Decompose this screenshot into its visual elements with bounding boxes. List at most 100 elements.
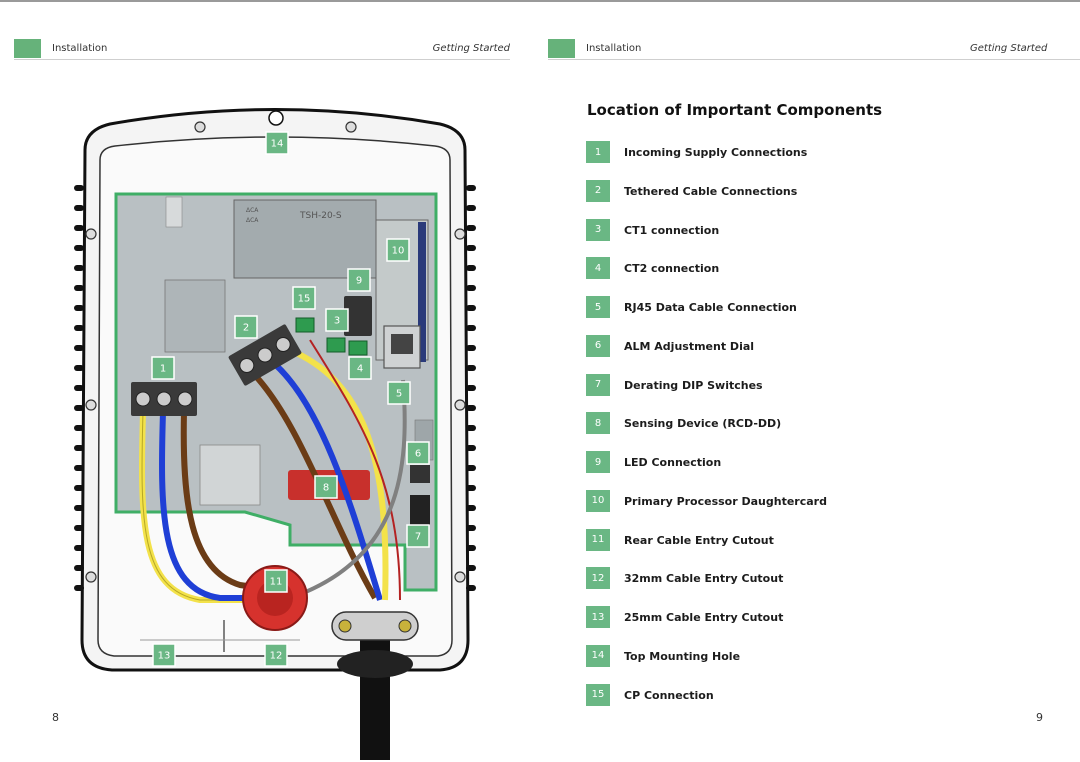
wire-grey-data <box>289 379 407 600</box>
component-number-badge: 9 <box>586 451 610 473</box>
component-number-badge: 8 <box>586 412 610 435</box>
callout-label: 5 <box>396 389 402 400</box>
dip-switches <box>410 495 430 525</box>
callout-5: 5 <box>387 381 411 405</box>
component-number-badge: 12 <box>586 567 610 590</box>
callout-11: 11 <box>264 569 288 593</box>
left-page-header: Installation Getting Started <box>14 39 510 60</box>
page-number-left: 8 <box>52 711 59 724</box>
component-label: Primary Processor Daughtercard <box>624 494 827 508</box>
callout-label: 13 <box>158 651 171 662</box>
component-number-badge: 15 <box>586 683 610 706</box>
pcb-component <box>165 196 183 228</box>
component-number-badge: 5 <box>586 296 610 318</box>
callout-label: 12 <box>270 651 283 662</box>
component-label: Derating DIP Switches <box>624 378 763 392</box>
wire-red-signal <box>309 339 401 601</box>
callout-13: 13 <box>152 643 176 667</box>
wire-brown-tether <box>247 367 378 600</box>
wire-yellow-tether <box>288 347 389 601</box>
header-chapter-label: Getting Started <box>432 43 510 54</box>
component-label: ALM Adjustment Dial <box>624 339 755 353</box>
charger-internal-diagram: ΔCΑ ΔCΑ TSH-20-S <box>74 108 476 760</box>
callout-label: 9 <box>356 276 362 287</box>
enclosure-ridges-right <box>466 185 476 591</box>
relay-small-text-1: ΔCΑ <box>246 207 259 214</box>
relay-module <box>233 199 377 279</box>
wire-blue-supply <box>159 411 290 601</box>
component-number-badge: 14 <box>586 644 610 667</box>
page-title: Location of Important Components <box>587 101 883 119</box>
component-label: LED Connection <box>624 456 722 469</box>
pcb-transformer <box>199 444 261 506</box>
callout-6: 6 <box>406 441 430 465</box>
pcb-chip-area <box>164 279 226 353</box>
left-page: Installation Getting Started <box>0 0 535 762</box>
callout-1: 1 <box>151 356 175 380</box>
callout-7: 7 <box>406 524 430 548</box>
rj45-socket <box>391 334 413 354</box>
callout-label: 2 <box>243 323 249 334</box>
component-label: RJ45 Data Cable Connection <box>624 301 797 314</box>
callout-label: 3 <box>334 316 340 327</box>
component-label: Top Mounting Hole <box>624 649 741 663</box>
callout-label: 6 <box>415 449 421 460</box>
header-chapter-label: Getting Started <box>970 43 1048 54</box>
top-mounting-hole <box>268 110 284 126</box>
callout-label: 1 <box>160 364 166 375</box>
page-number-right: 9 <box>1036 711 1043 724</box>
header-section-label: Installation <box>586 43 642 54</box>
header-color-tab <box>14 39 41 58</box>
callout-label: 11 <box>270 577 283 588</box>
component-label: CT2 connection <box>624 262 720 276</box>
callout-12: 12 <box>264 643 288 667</box>
callout-label: 10 <box>392 246 405 257</box>
daughtercard-connector <box>418 222 426 362</box>
relay-small-text-2: ΔCΑ <box>246 217 259 224</box>
callout-label: 8 <box>323 483 329 494</box>
wire-brown-supply <box>180 411 276 593</box>
ct2-connector <box>348 340 368 356</box>
component-number-badge: 4 <box>586 257 610 280</box>
relay-label: TSH-20-S <box>299 211 342 221</box>
right-page: Installation Getting Started Location of… <box>540 0 1080 762</box>
enclosure-ridges-left <box>74 185 84 591</box>
alm-dial <box>410 465 430 483</box>
top-rule <box>0 0 1080 2</box>
callout-14: 14 <box>265 131 289 155</box>
component-number-badge: 13 <box>586 606 610 628</box>
component-number-badge: 11 <box>586 528 610 551</box>
cable-gland <box>337 650 413 678</box>
enclosure-screws <box>85 121 466 583</box>
right-page-header: Installation Getting Started <box>548 39 1080 60</box>
wire-blue-tether <box>268 357 383 601</box>
cable-clamp <box>331 611 419 641</box>
callout-label: 4 <box>357 364 363 375</box>
component-number-badge: 7 <box>586 373 610 396</box>
tether-terminal-block <box>228 324 302 386</box>
component-number-badge: 3 <box>586 218 610 241</box>
cp-connector <box>295 317 315 333</box>
callout-label: 14 <box>271 139 284 150</box>
component-label: CP Connection <box>624 688 714 702</box>
component-label: Tethered Cable Connections <box>624 184 798 198</box>
ct1-connector <box>326 337 346 353</box>
callout-8: 8 <box>314 475 338 499</box>
component-label: 32mm Cable Entry Cutout <box>624 572 784 586</box>
component-label: Incoming Supply Connections <box>624 146 808 159</box>
callout-9: 9 <box>347 268 371 292</box>
led-connector-header <box>344 296 372 336</box>
callout-10: 10 <box>386 238 410 262</box>
component-label: Sensing Device (RCD-DD) <box>624 417 782 431</box>
header-rule <box>548 59 1080 60</box>
component-number-badge: 1 <box>586 141 610 163</box>
callout-2: 2 <box>234 315 258 339</box>
component-label: 25mm Cable Entry Cutout <box>624 611 784 624</box>
header-section-label: Installation <box>52 43 108 54</box>
callout-3: 3 <box>325 308 349 332</box>
callout-4: 4 <box>348 356 372 380</box>
component-number-badge: 2 <box>586 179 610 202</box>
component-number-badge: 10 <box>586 489 610 512</box>
wire-yellow-outline <box>141 411 300 601</box>
